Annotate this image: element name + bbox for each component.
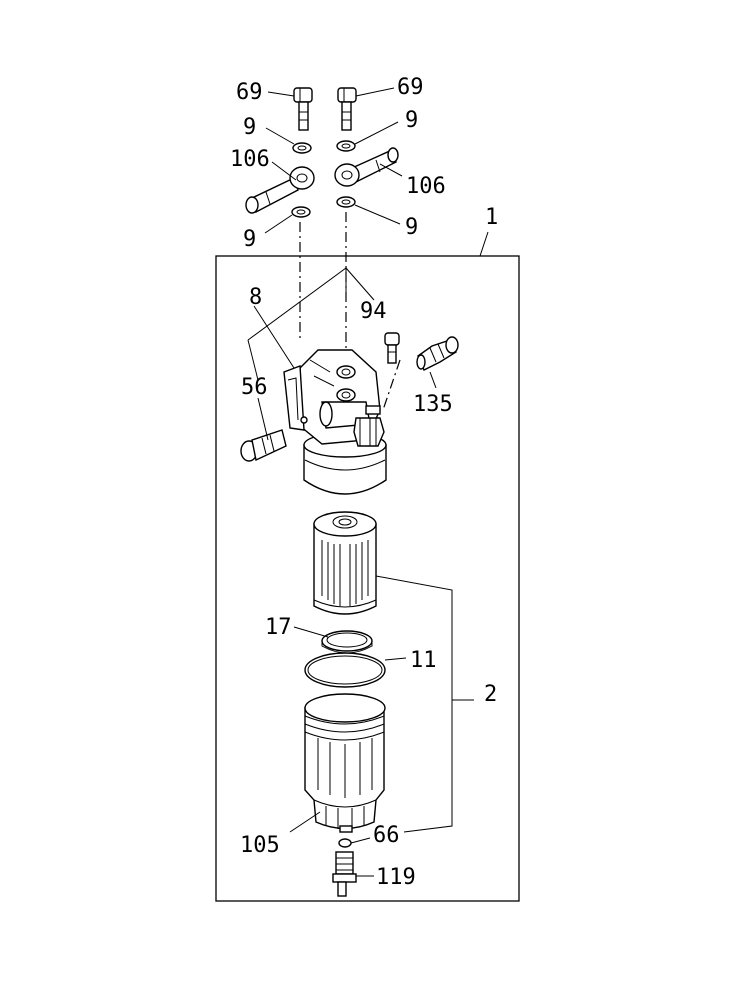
- callout-105: 105: [240, 833, 280, 858]
- bolt-69-right: [337, 87, 357, 131]
- callout-9-upper-left: 9: [243, 115, 256, 140]
- callout-119: 119: [376, 865, 416, 890]
- washer-9-upper-left: [292, 142, 312, 154]
- filter-head: [283, 349, 387, 495]
- o-ring-11: [304, 652, 386, 688]
- bolt-69-left: [293, 87, 313, 131]
- bolt-56: [240, 429, 287, 462]
- callout-56: 56: [241, 375, 268, 400]
- callout-66: 66: [373, 823, 400, 848]
- callout-94: 94: [360, 299, 387, 324]
- washer-9-upper-right: [336, 140, 356, 152]
- drain-plug-119: [332, 851, 357, 897]
- callout-2: 2: [484, 682, 497, 707]
- callout-106-right: 106: [406, 174, 446, 199]
- callout-9-upper-right: 9: [405, 108, 418, 133]
- fitting-135: [416, 336, 459, 371]
- callout-69-right: 69: [397, 75, 424, 100]
- banjo-fitting-106-right: [334, 147, 399, 187]
- callout-8: 8: [249, 285, 262, 310]
- callout-69-left: 69: [236, 80, 263, 105]
- callout-135: 135: [413, 392, 453, 417]
- callout-9-lower-left: 9: [243, 227, 256, 252]
- callout-9-lower-right: 9: [405, 215, 418, 240]
- filter-element: [313, 511, 377, 615]
- callout-11: 11: [410, 648, 437, 673]
- filter-bowl: [304, 693, 386, 833]
- centerline-drain: [382, 359, 401, 411]
- callout-106-left: 106: [230, 147, 270, 172]
- washer-9-lower-right: [336, 196, 356, 208]
- callout-17: 17: [265, 615, 292, 640]
- callout-1: 1: [485, 205, 498, 230]
- leader-lines: [247, 87, 489, 877]
- seal-17: [321, 630, 373, 654]
- bolt-94: [384, 332, 400, 364]
- banjo-fitting-106-left: [245, 166, 315, 214]
- washer-9-lower-left: [291, 206, 311, 218]
- assembly-frame: [215, 255, 520, 902]
- o-ring-66: [338, 838, 352, 848]
